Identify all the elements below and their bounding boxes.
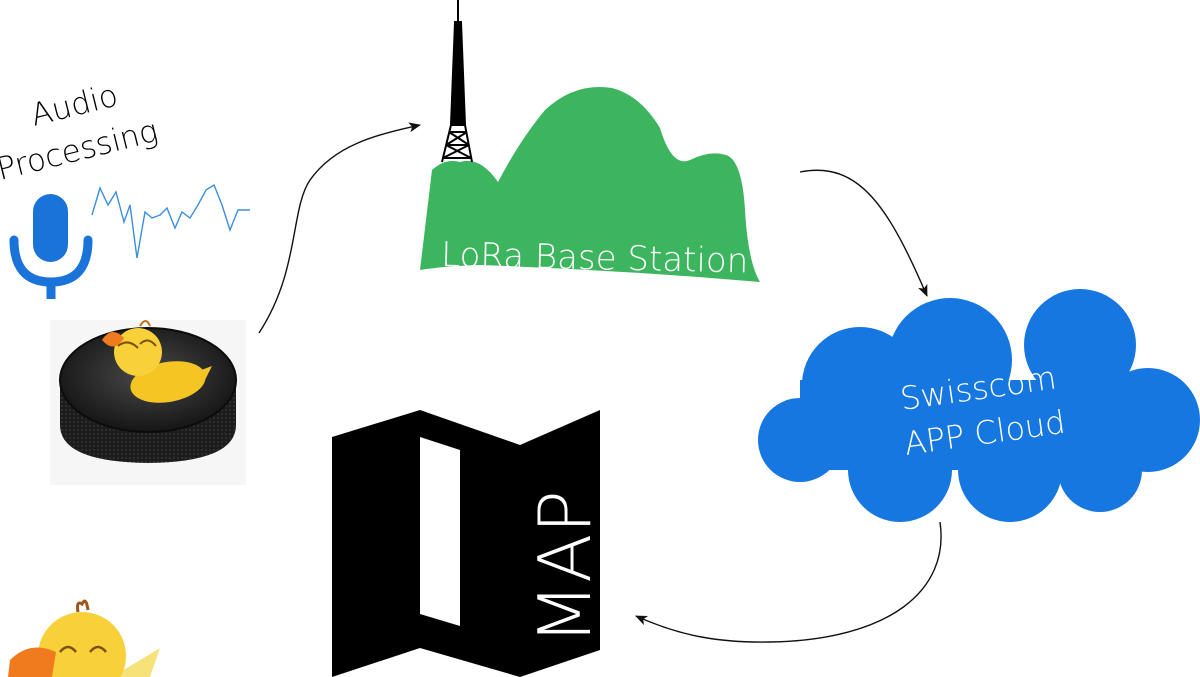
base-station-label: LoRa Base Station (441, 235, 749, 281)
map-label: MAP (523, 490, 607, 645)
sensor-puck-icon (50, 320, 246, 485)
duck-logo-icon (102, 320, 212, 403)
arrow-basestation-to-cloud (799, 169, 928, 297)
duck-mascot-icon (8, 599, 160, 677)
arrow-puck-to-basestation (258, 122, 421, 334)
map-icon (332, 410, 600, 677)
radio-tower-icon (441, 0, 473, 163)
arrow-cloud-to-map (635, 521, 942, 643)
cloud-icon (758, 289, 1200, 522)
microphone-icon (9, 194, 93, 299)
audio-waveform-icon (91, 183, 250, 259)
mountain-icon (420, 86, 760, 282)
audio-label-line2: Processing (0, 113, 162, 188)
